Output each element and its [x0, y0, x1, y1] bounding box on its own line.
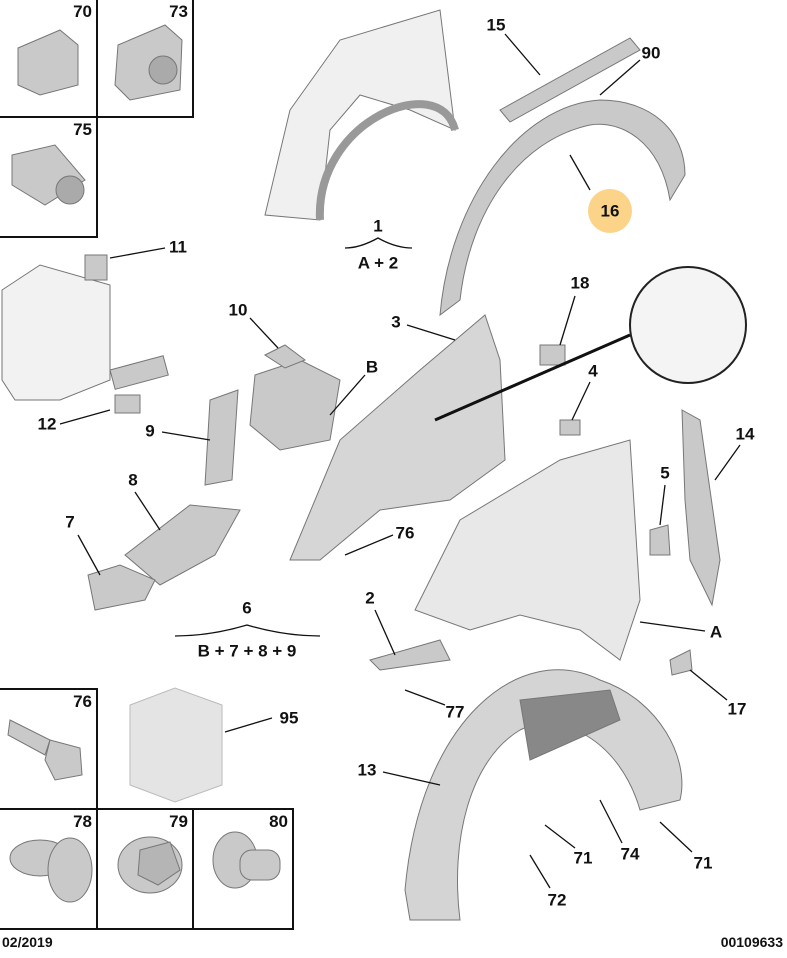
part-number: 80 [269, 812, 288, 831]
callout-6[interactable]: 6 [242, 598, 252, 618]
part-number: 70 [73, 2, 92, 21]
callout-14[interactable]: 14 [735, 424, 755, 444]
callout-1[interactable]: 1 [373, 216, 383, 236]
callout-77[interactable]: 77 [445, 702, 465, 722]
callout-16[interactable]: 16 [600, 201, 620, 221]
rail-8-shape [124, 504, 241, 586]
callout-90[interactable]: 90 [641, 43, 661, 63]
callout-71[interactable]: 71 [693, 853, 713, 873]
callout-76[interactable]: 76 [395, 523, 415, 543]
callout-13[interactable]: 13 [357, 760, 377, 780]
part-box-75[interactable]: 75 [0, 116, 98, 238]
part-number: 73 [169, 2, 188, 21]
callout-11[interactable]: 11 [169, 237, 187, 257]
leader-lines [59, 33, 741, 889]
part-box-73[interactable]: 73 [96, 0, 194, 118]
callout-9[interactable]: 9 [145, 421, 155, 441]
clip-70-shape [17, 29, 79, 96]
part-number: 75 [73, 120, 92, 139]
highlight-part-16 [588, 189, 632, 233]
callout-B[interactable]: B [365, 357, 379, 377]
callout-2[interactable]: 2 [365, 588, 375, 608]
diagram-date: 02/2019 [2, 934, 53, 950]
callout-3[interactable]: 3 [391, 312, 401, 332]
bracket-7-shape [87, 564, 156, 611]
bracket-9-shape [204, 389, 239, 486]
callout-12[interactable]: 12 [37, 414, 57, 434]
part-box-80[interactable]: 80 [192, 808, 294, 930]
seal-14-shape [681, 409, 721, 607]
arch-trim-16-shape [439, 99, 686, 317]
wheel-liner-13-shape [404, 669, 683, 921]
callout-72[interactable]: 72 [547, 890, 567, 910]
apron-3-shape [289, 314, 506, 561]
callout-5[interactable]: 5 [660, 463, 670, 483]
callout-17[interactable]: 17 [727, 699, 747, 719]
callout-95[interactable]: 95 [279, 708, 299, 728]
callout-8[interactable]: 8 [128, 470, 138, 490]
bolt-76-shape [7, 719, 51, 756]
callout-71[interactable]: 71 [573, 848, 593, 868]
part-number: 79 [169, 812, 188, 831]
strip-15-shape [499, 37, 641, 123]
diagram-id: 00109633 [720, 934, 783, 950]
callout-18[interactable]: 18 [570, 273, 590, 293]
callout-A[interactable]: A [709, 622, 723, 642]
part-number: 76 [73, 692, 92, 711]
strut-tower-shape [249, 359, 341, 451]
callout-74[interactable]: 74 [620, 844, 640, 864]
part-number: 78 [73, 812, 92, 831]
callout-15[interactable]: 15 [486, 15, 506, 35]
callout-10[interactable]: 10 [228, 300, 248, 320]
callout-4[interactable]: 4 [588, 361, 598, 381]
callout-6-group: B + 7 + 8 + 9 [197, 641, 297, 661]
callout-7[interactable]: 7 [65, 512, 75, 532]
fender-1-shape [264, 9, 456, 221]
front-fender-shape [414, 439, 641, 661]
kit-95-shape [129, 687, 223, 803]
callout-1-group: A + 2 [357, 253, 399, 273]
